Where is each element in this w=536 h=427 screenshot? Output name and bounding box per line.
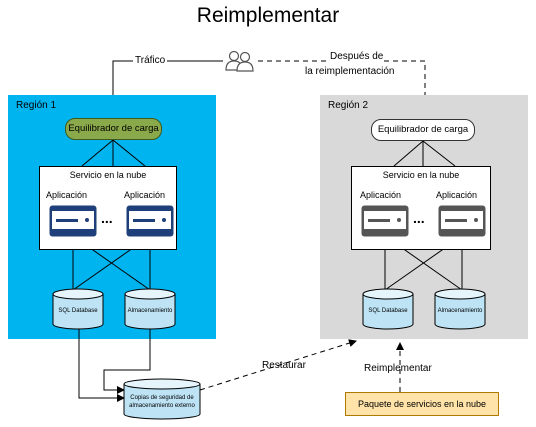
users-icon <box>225 50 254 72</box>
database-icon <box>52 288 104 330</box>
backup-storage-icon <box>123 378 201 420</box>
server-icon <box>438 205 486 237</box>
database-icon <box>362 288 414 330</box>
db-label-r2-storage: Almacenamiento <box>437 308 483 314</box>
server-icon <box>49 205 97 237</box>
ellipsis-r2: ... <box>413 210 425 226</box>
traffic-label: Tráfico <box>133 55 168 66</box>
app-label-r1-b: Aplicación <box>124 190 166 200</box>
after-label-line2: la reimplementación <box>305 66 395 77</box>
load-balancer-region-2: Equilibrador de carga <box>371 119 475 141</box>
load-balancer-region-1: Equilibrador de carga <box>65 118 162 140</box>
db-label-r1-sql: SQL Database <box>58 308 98 314</box>
server-icon <box>126 205 174 237</box>
diagram-title: Reimplementar <box>196 4 340 27</box>
db-label-r2-sql: SQL Database <box>368 308 408 314</box>
cloud-service-label-2: Servicio en la nube <box>382 170 460 180</box>
app-label-r1-a: Aplicación <box>46 190 88 200</box>
app-label-r2-b: Aplicación <box>436 190 478 200</box>
backup-label-line1: Copias de seguridad de <box>130 395 194 401</box>
redeploy-label: Reimplementar <box>364 363 432 374</box>
app-label-r2-a: Aplicación <box>360 190 402 200</box>
ellipsis-r1: ... <box>101 210 113 226</box>
region-1-label: Región 1 <box>16 100 57 111</box>
restore-label: Restaurar <box>262 360 306 371</box>
db-label-r1-storage: Almacenamiento <box>127 308 173 314</box>
region-2-label: Región 2 <box>328 100 369 111</box>
database-icon <box>124 288 176 330</box>
backup-label-line2: almacenamiento externo <box>129 403 195 409</box>
database-icon <box>434 288 486 330</box>
cloud-service-label-1: Servicio en la nube <box>69 170 147 180</box>
cloud-service-package: Paquete de servicios en la nube <box>345 392 499 416</box>
after-label-line1: Después de <box>330 51 384 62</box>
server-icon <box>361 205 409 237</box>
